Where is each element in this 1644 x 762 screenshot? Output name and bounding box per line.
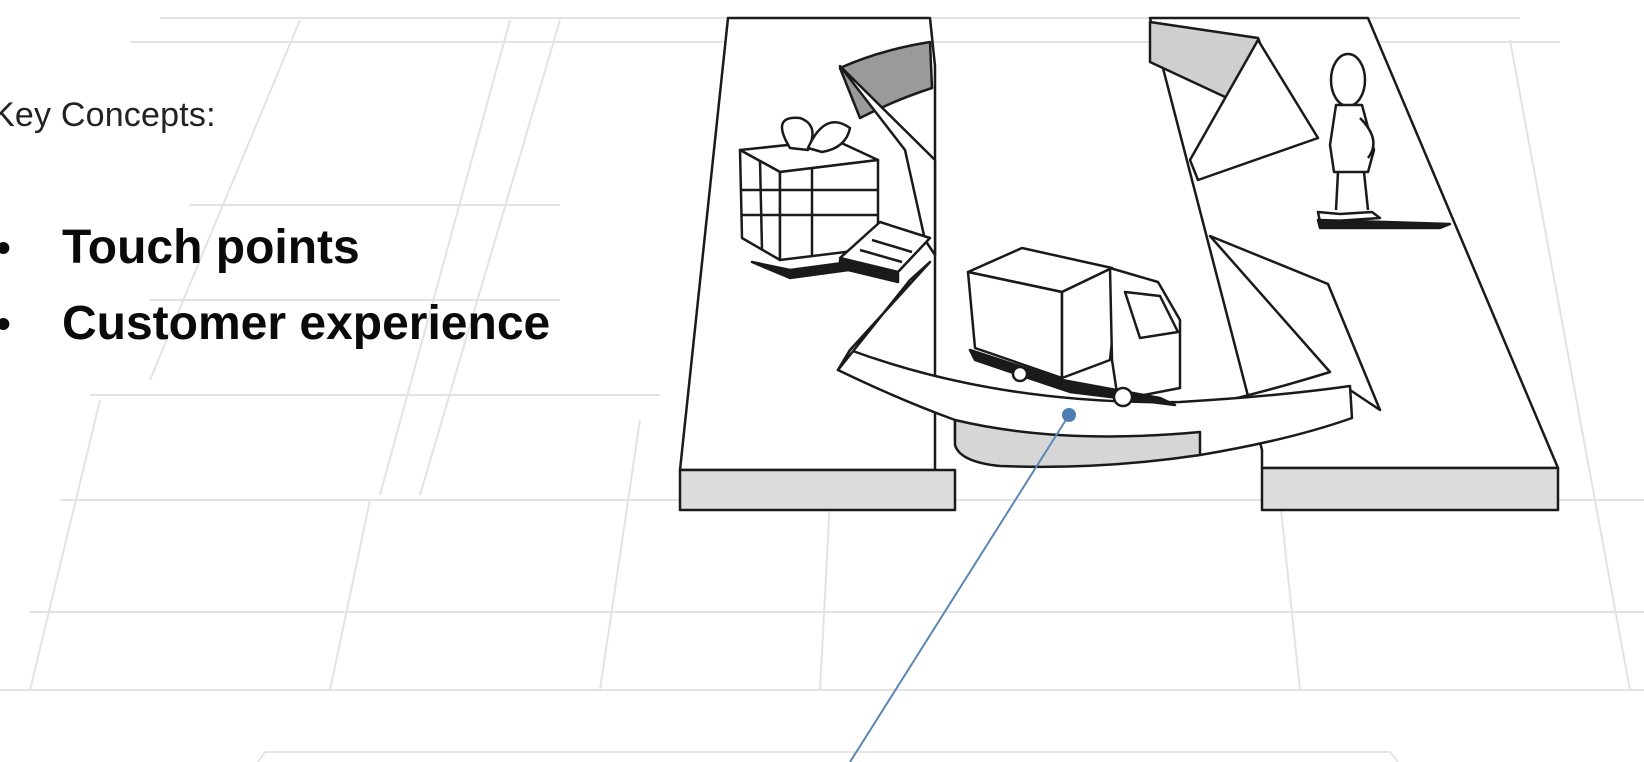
key-concepts-heading: Key Concepts: — [0, 96, 216, 135]
concept-customer-experience: Customer experience — [62, 286, 550, 362]
concept-touch-points: Touch points — [62, 210, 360, 286]
delivery-truck-icon — [968, 248, 1180, 406]
bullet-icon: • — [0, 286, 26, 362]
bottom-blank-box — [258, 752, 1398, 762]
bullet-icon: • — [0, 210, 26, 286]
